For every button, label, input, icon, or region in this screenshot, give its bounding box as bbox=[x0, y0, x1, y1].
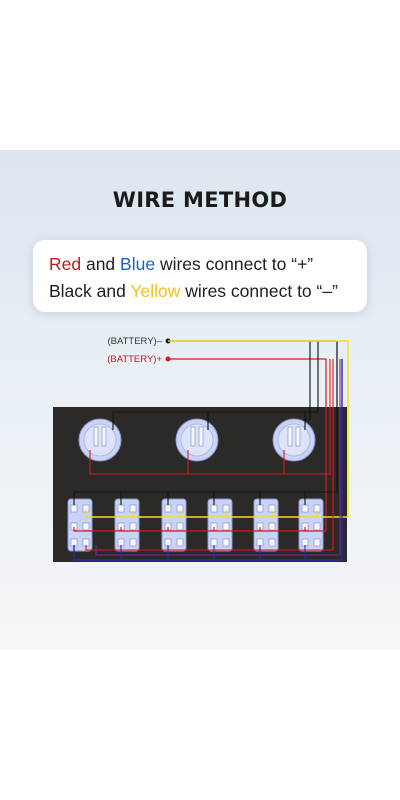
rocker-switch-terminal bbox=[256, 504, 264, 513]
rocker-switch bbox=[161, 498, 187, 552]
wires-group bbox=[73, 338, 349, 561]
battery-positive-label: (BATTERY)+ bbox=[107, 354, 162, 365]
rocker-switch-terminal bbox=[210, 538, 218, 547]
rocker-switch-terminal bbox=[117, 504, 125, 513]
round-switch-face bbox=[83, 423, 117, 457]
black-word: Black and bbox=[49, 281, 131, 301]
rocker-switch bbox=[67, 498, 93, 552]
rocker-switch-terminal bbox=[176, 522, 184, 531]
rocker-switch-terminal bbox=[70, 504, 78, 513]
round-switch bbox=[272, 418, 316, 462]
battery-positive-wire bbox=[168, 358, 327, 528]
round-switch-terminal bbox=[198, 426, 204, 447]
black-wire-round-switches bbox=[112, 341, 319, 430]
instruction-line-positive: Red and Blue wires connect to “+” bbox=[49, 254, 313, 275]
rocker-switch-terminal bbox=[129, 538, 137, 547]
rocker-switch-terminal bbox=[313, 538, 321, 547]
yellow-wire bbox=[85, 340, 349, 518]
rocker-switch-terminal bbox=[268, 538, 276, 547]
rocker-switch-terminal bbox=[222, 522, 230, 531]
rocker-switch-terminal bbox=[301, 538, 309, 547]
rocker-switch-terminal bbox=[210, 504, 218, 513]
rocker-switch bbox=[253, 498, 279, 552]
black-wire-round-switch bbox=[305, 341, 311, 421]
rocker-switch-terminal bbox=[176, 538, 184, 547]
rocker-switch-terminal bbox=[256, 538, 264, 547]
rocker-switch-terminal bbox=[129, 522, 137, 531]
round-switch-terminal bbox=[287, 426, 293, 447]
rocker-switch-terminal bbox=[222, 538, 230, 547]
round-switch-terminal bbox=[93, 426, 99, 447]
battery-positive-terminal bbox=[165, 356, 171, 362]
red-word: Red bbox=[49, 254, 82, 274]
rocker-switch-terminal bbox=[70, 538, 78, 547]
blue-wire bbox=[73, 359, 343, 561]
round-switch-face bbox=[277, 423, 311, 457]
red-wire-lower bbox=[85, 359, 334, 551]
rocker-switch-terminal bbox=[82, 522, 90, 531]
black-wire-rockers bbox=[73, 408, 338, 505]
battery-negative-wire bbox=[168, 340, 338, 408]
rocker-switch-terminal bbox=[313, 522, 321, 531]
round-switch bbox=[175, 418, 219, 462]
rocker-switch bbox=[114, 498, 140, 552]
battery-labels-group: (BATTERY)– (BATTERY)+ bbox=[107, 336, 163, 365]
red-wire-rockers bbox=[73, 527, 327, 532]
purple-wire-lower bbox=[95, 359, 341, 556]
rocker-switch-terminal bbox=[164, 538, 172, 547]
rocker-switch-terminal bbox=[268, 522, 276, 531]
and-word: and bbox=[81, 254, 121, 274]
round-switch bbox=[78, 418, 122, 462]
red-wire-round-switches bbox=[89, 359, 331, 475]
rocker-switch-terminal bbox=[117, 538, 125, 547]
instruction-card: Red and Blue wires connect to “+” Black … bbox=[33, 240, 367, 312]
blue-word: Blue bbox=[120, 254, 156, 274]
battery-negative-label: (BATTERY)– bbox=[107, 336, 162, 347]
instruction-line-negative: Black and Yellow wires connect to “–” bbox=[49, 281, 338, 302]
rocker-switch-terminal bbox=[164, 504, 172, 513]
rocker-switch-terminal bbox=[82, 538, 90, 547]
round-switch-terminal bbox=[295, 426, 301, 447]
rocker-switch-terminal bbox=[301, 504, 309, 513]
yellow-word: Yellow bbox=[130, 281, 181, 301]
rocker-switch bbox=[298, 498, 324, 552]
negative-rest: wires connect to “–” bbox=[180, 281, 338, 301]
round-switch-terminal bbox=[190, 426, 196, 447]
page-title: WIRE METHOD bbox=[112, 188, 288, 212]
rocker-switch bbox=[207, 498, 233, 552]
round-switch-face bbox=[180, 423, 214, 457]
positive-rest: wires connect to “+” bbox=[155, 254, 314, 274]
round-switch-terminal bbox=[101, 426, 107, 447]
